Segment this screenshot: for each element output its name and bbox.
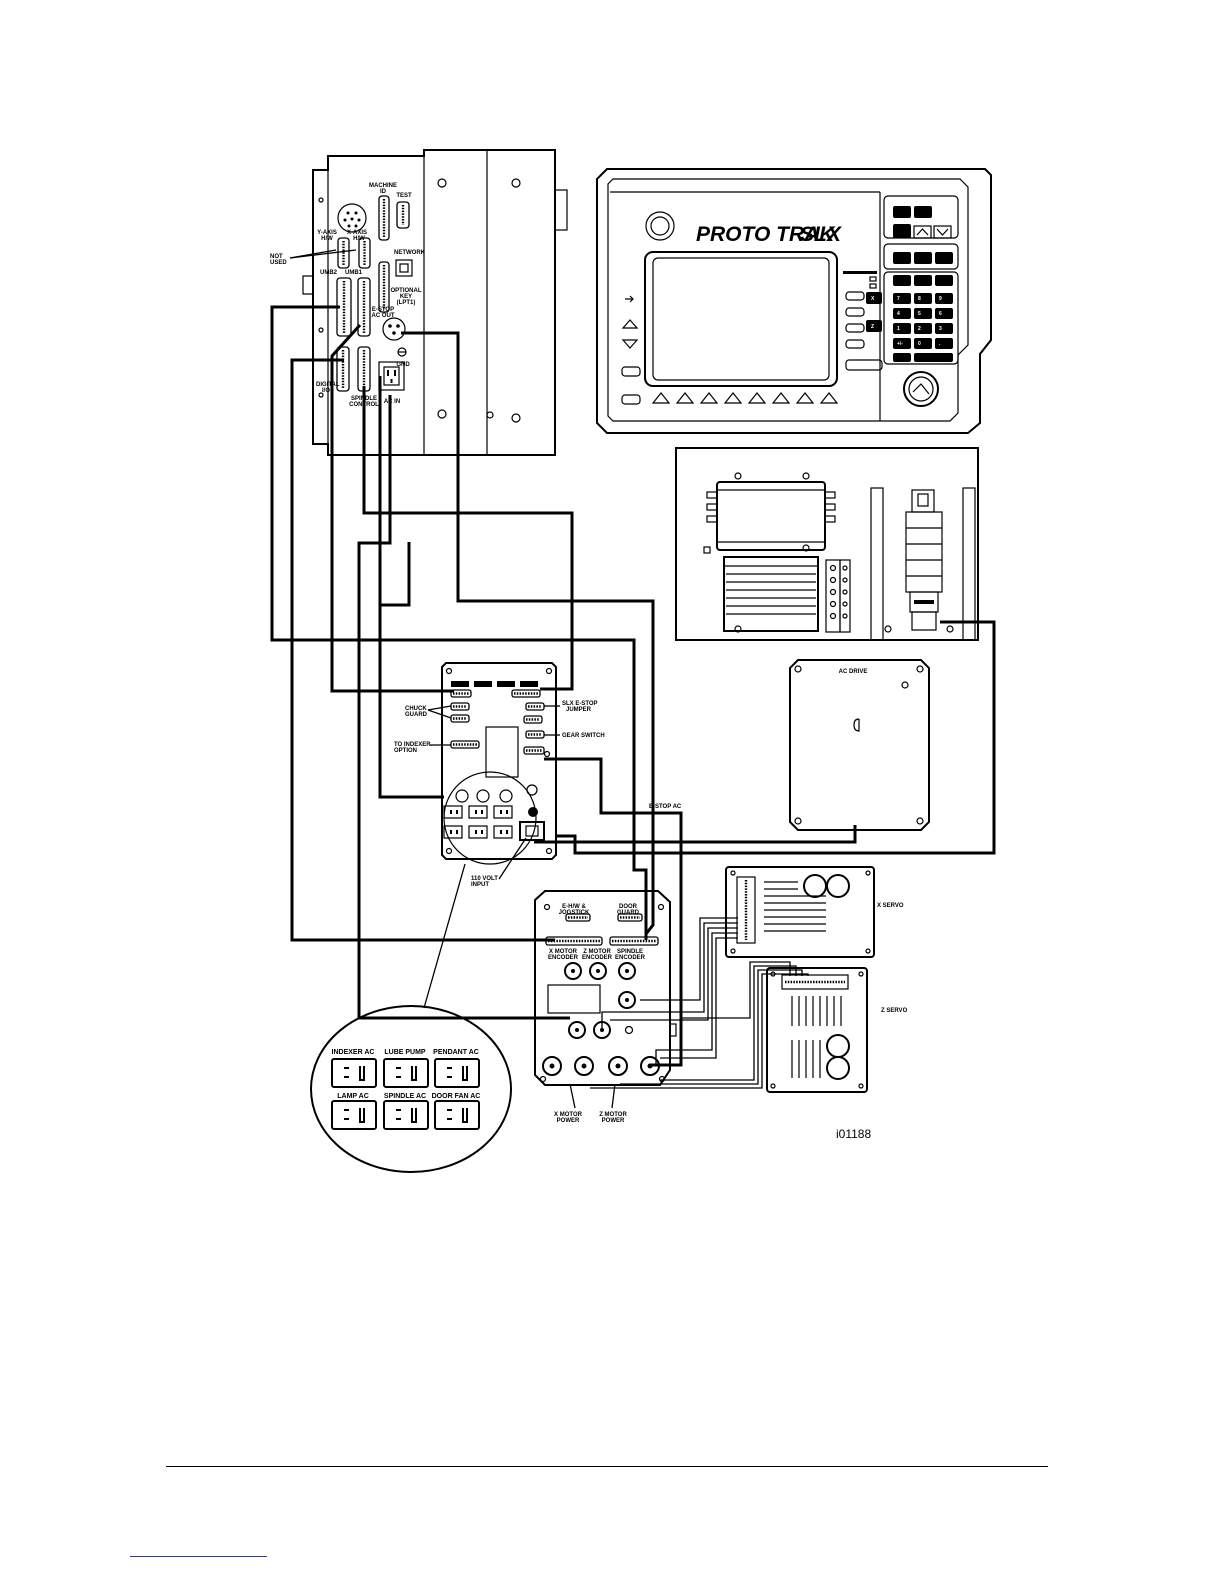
electrical-panel: [675, 447, 979, 641]
x-servo: X SERVO: [725, 866, 904, 958]
label-gear-switch: GEAR SWITCH: [562, 733, 605, 739]
svg-text:3: 3: [939, 326, 942, 332]
svg-text:7: 7: [897, 296, 900, 302]
label-machine-id-1: MACHINE: [369, 183, 397, 189]
label-z-servo: Z SERVO: [881, 1008, 908, 1014]
svg-text:9: 9: [939, 296, 942, 302]
label-slx-estop-jumper-2: JUMPER: [566, 707, 592, 713]
label-estop-ac: E-STOP AC: [649, 804, 682, 810]
pendant-brand: PROTO TRAK: [696, 223, 836, 246]
outlet-label-indexer-ac: INDEXER AC: [332, 1049, 375, 1056]
label-spindle-encoder-1: SPINDLE: [617, 949, 643, 955]
outlet-detail: INDEXER AC LUBE PUMP PENDANT AC LAMP AC …: [310, 1005, 512, 1173]
label-optional-key-2: KEY: [400, 294, 412, 300]
label-door-guard-2: GUARD: [617, 910, 640, 916]
svg-text:2: 2: [918, 326, 921, 332]
label-x-motor-encoder-2: ENCODER: [548, 955, 579, 961]
label-not-used-1: NOT: [270, 254, 283, 260]
label-ehw-jogstick-1: E-H/W &: [562, 904, 586, 910]
label-gnd: GND: [396, 362, 410, 368]
outlet-label-lube-pump: LUBE PUMP: [384, 1049, 426, 1056]
label-test: TEST: [396, 193, 412, 199]
x-servo-vents: [764, 881, 826, 932]
outlet-label-spindle-ac: SPINDLE AC: [384, 1093, 426, 1100]
label-machine-id-2: ID: [380, 189, 387, 195]
label-optional-key-3: (LPT1): [397, 300, 416, 306]
label-x-servo: X SERVO: [877, 903, 904, 909]
footer-link-underline[interactable]: [130, 1556, 267, 1557]
label-z-motor-encoder-2: ENCODER: [582, 955, 613, 961]
label-estop-ac-out-2: AC OUT: [372, 313, 395, 319]
label-110-volt-input-1: 110 VOLT: [471, 876, 498, 882]
label-estop-ac-out-1: E-STOP: [372, 307, 394, 313]
label-x-motor-power-2: POWER: [557, 1118, 580, 1124]
label-z-motor-power-2: POWER: [602, 1118, 625, 1124]
svg-text:8: 8: [918, 296, 921, 302]
svg-text:4: 4: [897, 311, 900, 317]
svg-text:6: 6: [939, 311, 942, 317]
label-chuck-guard-2: GUARD: [405, 712, 428, 718]
label-door-guard-1: DOOR: [619, 904, 638, 910]
label-ehw-jogstick-2: JOGSTICK: [559, 910, 590, 916]
outlet-label-door-fan-ac: DOOR FAN AC: [432, 1093, 481, 1100]
label-z-motor-encoder-1: Z MOTOR: [583, 949, 611, 955]
label-umb2: UMB2: [320, 270, 338, 276]
pendant-softkeys: [651, 392, 839, 404]
svg-text:X: X: [871, 296, 875, 302]
svg-text:0: 0: [918, 341, 921, 347]
svg-text:.: .: [939, 341, 941, 347]
electrical-box: CHUCK GUARD TO INDEXER OPTION SLX E-STOP…: [394, 662, 682, 888]
label-chuck-guard-1: CHUCK: [405, 706, 427, 712]
label-ac-drive: AC DRIVE: [839, 669, 868, 675]
figure-id: i01188: [836, 1127, 871, 1141]
cable-runs: [270, 305, 996, 1089]
servo-control-box: E-H/W & JOGSTICK DOOR GUARD X MOTOR ENCO…: [534, 890, 677, 1124]
label-digital-io-2: I/O: [322, 388, 330, 394]
label-x-motor-power-1: X MOTOR: [554, 1112, 583, 1118]
label-digital-io-1: DIGITAL: [316, 382, 340, 388]
footer-rule: [166, 1466, 1048, 1467]
label-x-motor-encoder-1: X MOTOR: [549, 949, 578, 955]
z-servo-vents: [791, 996, 842, 1078]
label-z-motor-power-1: Z MOTOR: [599, 1112, 627, 1118]
pendant-keypad: 7 8 9 4 5 6 1 2 3 +/- 0. X Z: [866, 195, 959, 365]
label-slx-estop-jumper-1: SLX E-STOP: [562, 701, 598, 707]
label-x-axis-hw-1: X-AXIS: [347, 230, 367, 236]
svg-text:+/-: +/-: [897, 341, 903, 347]
svg-text:Z: Z: [871, 324, 874, 330]
label-y-axis-hw-2: H/W: [321, 236, 333, 242]
label-not-used-2: USED: [270, 260, 287, 266]
ac-drive: AC DRIVE: [789, 659, 930, 831]
pendant-model: SLX: [800, 223, 843, 246]
label-ac-in: AC IN: [384, 399, 400, 405]
label-network: NETWORK: [394, 250, 426, 256]
outlet-label-lamp-ac: LAMP AC: [337, 1093, 369, 1100]
label-umb1: UMB1: [345, 270, 363, 276]
svg-text:1: 1: [897, 326, 900, 332]
label-to-indexer-option-2: OPTION: [394, 748, 417, 754]
label-optional-key-1: OPTIONAL: [391, 288, 422, 294]
label-x-axis-hw-2: H/W: [353, 236, 365, 242]
outlet-label-pendant-ac: PENDANT AC: [433, 1049, 479, 1056]
computer-module: MACHINE ID TEST Y-AXIS H/W X-AXIS H/W NO…: [270, 149, 568, 456]
svg-text:5: 5: [918, 311, 921, 317]
label-y-axis-hw-1: Y-AXIS: [317, 230, 337, 236]
pendant-unit: PROTO TRAK SLX: [596, 168, 992, 434]
label-to-indexer-option-1: TO INDEXER: [394, 742, 431, 748]
label-110-volt-input-2: INPUT: [471, 882, 489, 888]
z-servo: Z SERVO: [766, 967, 908, 1093]
label-spindle-encoder-2: ENCODER: [615, 955, 646, 961]
